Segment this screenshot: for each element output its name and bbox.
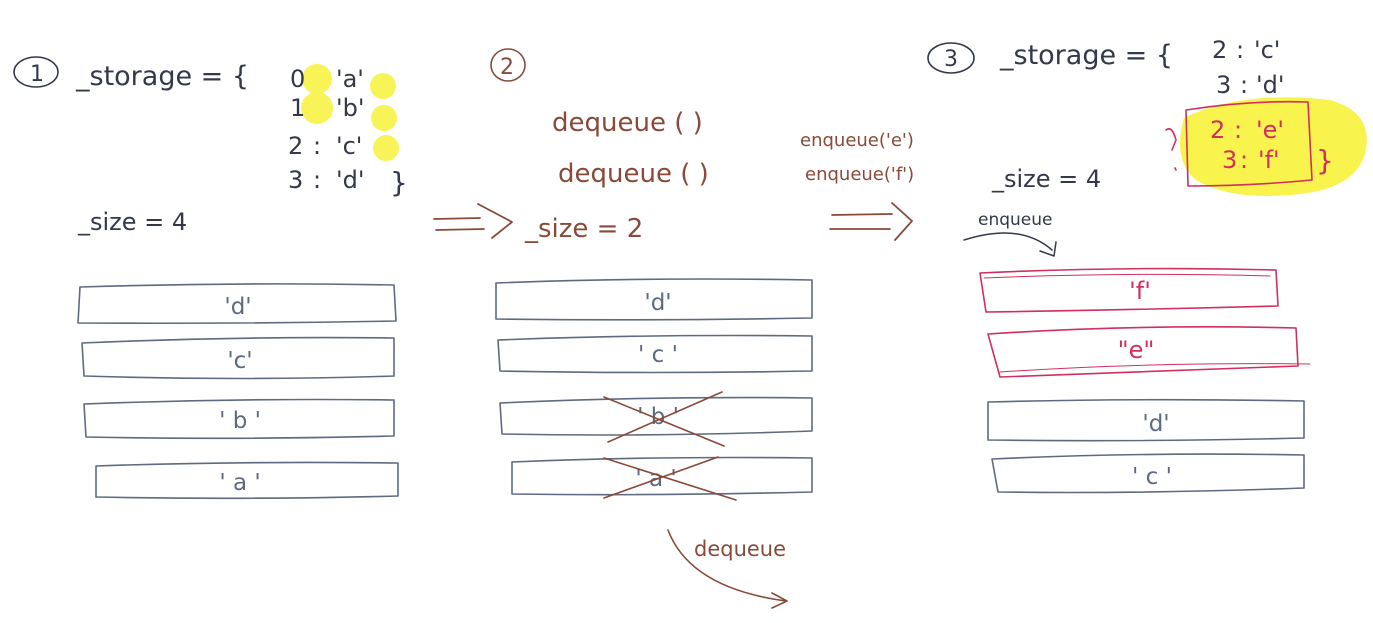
storage-key-0: 2: [1212, 36, 1227, 64]
stack-box: [77, 283, 397, 325]
storage-label: _storage = {: [999, 40, 1173, 71]
exclamation-mark: [1165, 127, 1177, 171]
stack-box: [83, 398, 395, 440]
step-number: 2: [500, 55, 514, 80]
stack-box: [991, 453, 1305, 494]
storage-key-1: 1: [290, 94, 305, 122]
stack-step3: 'f' "e" 'd' ' c ': [979, 267, 1311, 494]
step-number-circle: [13, 56, 59, 88]
stack-item-label: 'f': [1129, 277, 1151, 305]
highlight-step1: [301, 64, 399, 161]
dequeue-note: dequeue: [694, 537, 786, 561]
stack-box: [499, 396, 813, 436]
operation: dequeue ( ): [552, 108, 703, 138]
stack-box: [497, 334, 813, 374]
stack-item-label: 'c': [227, 348, 252, 374]
storage-value-0: 'a': [336, 65, 364, 93]
arrow-label: =>: [0, 0, 2, 1]
cross-out: [603, 391, 725, 447]
stack-item-label: 'd': [1142, 411, 1169, 437]
new-entries-box: [1185, 100, 1313, 187]
storage-colon-1: :: [1240, 71, 1248, 99]
storage-value-3: 'd': [336, 166, 364, 194]
cross-out: [603, 456, 737, 501]
storage-value-2: 'c': [336, 132, 362, 160]
storage-colon-2: :: [1234, 116, 1242, 144]
enqueue-arrow: [963, 232, 1057, 257]
stack-item-label: ' c ': [638, 342, 678, 368]
step-2: 2 dequeue ( ) dequeue ( ) _size = 2 'd' …: [490, 48, 813, 609]
storage-colon-0: :: [1236, 36, 1244, 64]
stack-item-label: ' a ': [219, 470, 260, 496]
storage-key-1: 3: [1216, 71, 1231, 99]
storage-value-1: 'b': [336, 94, 364, 122]
storage-colon-2: :: [313, 132, 321, 160]
arrow-step2-to-step3: enqueue('e') enqueue('f'): [800, 130, 914, 241]
stack-item-label: 'd': [644, 290, 671, 316]
step-number-circle: [927, 42, 975, 74]
stack-box: [495, 278, 813, 321]
storage-colon-3: :: [313, 166, 321, 194]
step-number-circle: [490, 48, 526, 82]
stack-box: [979, 267, 1279, 313]
storage-value-3: 'f': [1258, 146, 1280, 174]
highlight-step3: 2 : 'e' 3 : 'f' }: [1165, 97, 1367, 196]
operation: dequeue ( ): [558, 159, 709, 189]
dequeue-arrow: [667, 529, 788, 609]
storage-colon-3: :: [1240, 146, 1248, 174]
size-label: _size = 4: [991, 165, 1101, 193]
enqueue-annotation: enqueue: [963, 210, 1057, 257]
step-1: 1 _storage = { 0 'a' 1 'b' 2 : 'c' 3 : '…: [13, 56, 408, 500]
storage-key-2: 2: [288, 132, 303, 160]
storage-close-brace: }: [390, 166, 408, 199]
stack-box: [81, 336, 395, 380]
size-label: _size = 4: [77, 208, 187, 236]
storage-close-brace: }: [1316, 144, 1334, 177]
stack-box: [987, 326, 1299, 378]
storage-value-1: 'd': [1256, 71, 1284, 99]
stack-box: [95, 461, 399, 500]
enqueue-note: enqueue: [978, 210, 1053, 230]
stack-item-label: ' c ': [1132, 464, 1172, 490]
step-number: 1: [30, 62, 44, 87]
storage-key-3: 3: [288, 166, 303, 194]
storage-label: _storage = {: [75, 61, 249, 92]
size-label: _size = 2: [524, 214, 643, 244]
enqueue-op: enqueue('e'): [800, 130, 914, 151]
arrow-step1-to-step2: =>: [0, 0, 513, 239]
step-number: 3: [944, 47, 958, 72]
stack-step1: 'd' 'c' ' b ' ' a ': [77, 283, 399, 500]
stack-box: [987, 398, 1305, 442]
stack-item-label: 'd': [224, 294, 251, 320]
step-3: 3 _storage = { 2 : 'c' 3 : 'd' 2 : 'e' 3…: [927, 36, 1367, 494]
storage-value-0: 'c': [1254, 36, 1280, 64]
stack-item-label: ' b ': [219, 408, 261, 434]
storage-key-2: 2: [1210, 116, 1225, 144]
enqueue-op: enqueue('f'): [805, 164, 914, 185]
storage-key-0: 0: [290, 65, 305, 93]
dequeue-annotation: dequeue: [667, 529, 788, 609]
stack-step2: 'd' ' c ' ' b ' ' a ': [495, 278, 813, 501]
storage-value-2: 'e': [1256, 116, 1284, 144]
stack-item-label: "e": [1118, 336, 1155, 364]
storage-key-3: 3: [1222, 146, 1237, 174]
